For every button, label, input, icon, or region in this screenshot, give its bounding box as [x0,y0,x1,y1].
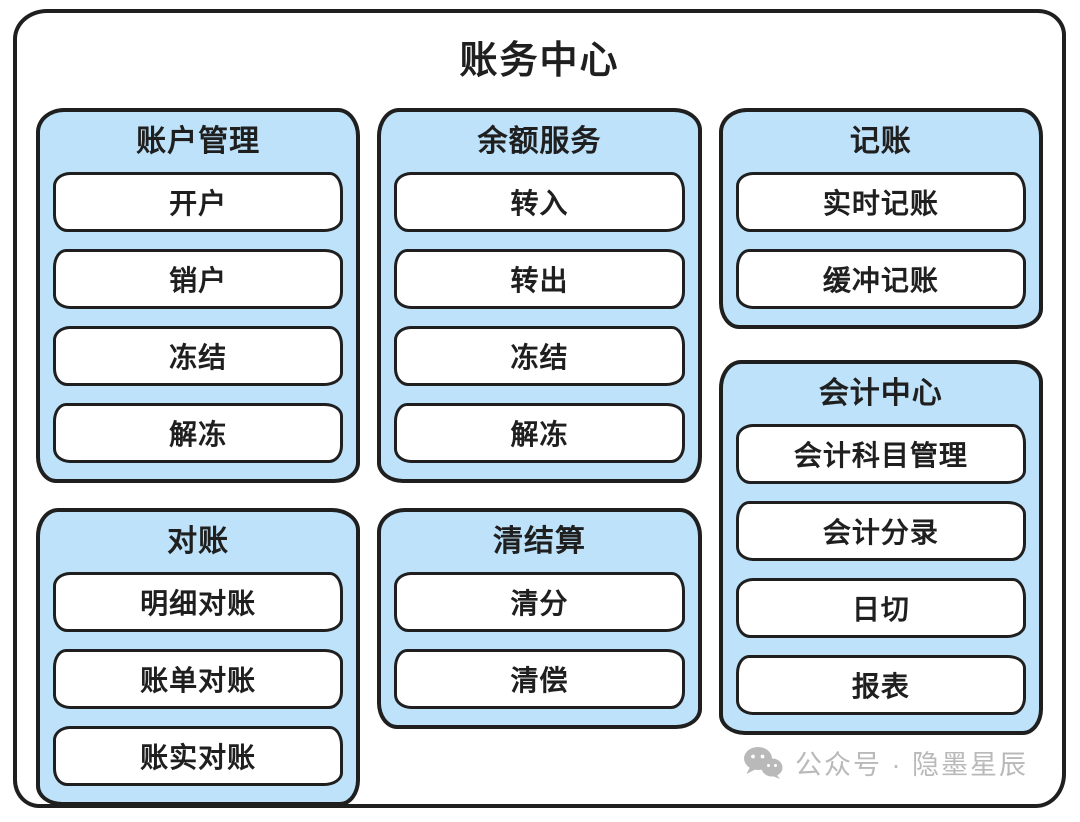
watermark-text: 公众号 · 隐墨星辰 [795,750,1028,780]
item-reports: 报表 [735,655,1026,715]
item-day-cutover: 日切 [735,578,1026,638]
group-reconciliation: 对账 明细对账 账单对账 账实对账 [36,508,361,806]
item-unfreeze: 解冻 [394,403,685,463]
item-transfer-out: 转出 [394,249,685,309]
group-accounting-center: 会计中心 会计科目管理 会计分录 日切 报表 [718,360,1043,735]
item-physical-reconciliation: 账实对账 [53,726,344,786]
item-bill-reconciliation: 账单对账 [53,649,344,709]
item-repayment: 清偿 [394,649,685,709]
page-title: 账务中心 [459,40,620,82]
item-unfreeze: 解冻 [53,403,344,463]
item-realtime-bookkeeping: 实时记账 [735,172,1026,232]
column-middle: 余额服务 转入 转出 冻结 解冻 清结算 清分 清偿 [377,108,702,729]
group-account-management: 账户管理 开户 销户 冻结 解冻 [36,108,361,483]
item-freeze: 冻结 [53,326,344,386]
group-bookkeeping: 记账 实时记账 缓冲记账 [718,108,1043,329]
group-title: 会计中心 [818,377,943,410]
group-title: 清结算 [492,525,586,558]
accounting-center-panel: 账务中心 账户管理 开户 销户 冻结 解冻 对账 明细对账 账单对账 账实对账 [13,9,1066,808]
group-title: 余额服务 [477,125,602,158]
item-buffered-bookkeeping: 缓冲记账 [735,249,1026,309]
item-account-subject-management: 会计科目管理 [735,424,1026,484]
column-right: 记账 实时记账 缓冲记账 会计中心 会计科目管理 会计分录 日切 报表 [718,108,1043,735]
item-accounting-entry: 会计分录 [735,501,1026,561]
group-title: 账户管理 [136,125,261,158]
item-close-account: 销户 [53,249,344,309]
item-transfer-in: 转入 [394,172,685,232]
wechat-icon [744,747,783,779]
group-title: 对账 [167,525,230,558]
group-balance-service: 余额服务 转入 转出 冻结 解冻 [377,108,702,483]
group-clearing-settlement: 清结算 清分 清偿 [377,508,702,729]
diagram-columns: 账户管理 开户 销户 冻结 解冻 对账 明细对账 账单对账 账实对账 [17,108,1062,806]
column-left: 账户管理 开户 销户 冻结 解冻 对账 明细对账 账单对账 账实对账 [36,108,361,806]
group-title: 记账 [849,125,912,158]
item-clearing: 清分 [394,572,685,632]
item-freeze: 冻结 [394,326,685,386]
item-detail-reconciliation: 明细对账 [53,572,344,632]
watermark: 公众号 · 隐墨星辰 [743,743,1028,782]
item-open-account: 开户 [53,172,344,232]
